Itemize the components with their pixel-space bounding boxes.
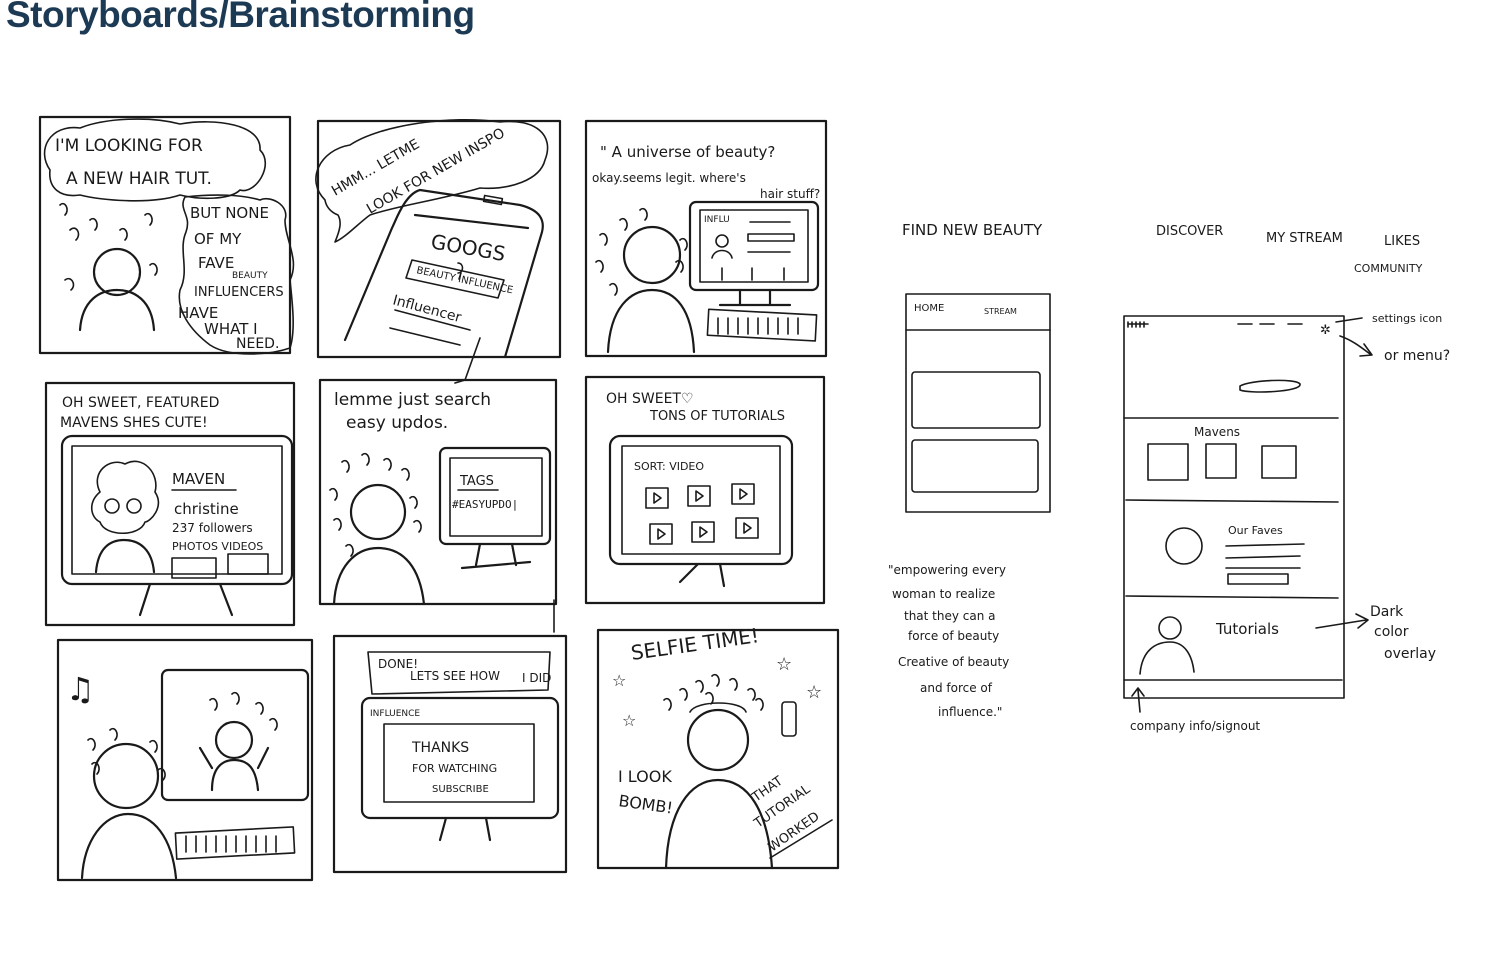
settings-icon-note: settings icon	[1372, 312, 1442, 325]
panel-9-star-icon-2: ☆	[612, 671, 626, 690]
panel-4-profile-name: christine	[174, 500, 239, 518]
panel-9-frame	[596, 628, 840, 870]
panel-8: DONE! LETS SEE HOW I DID INFLUENCE THANK…	[360, 651, 560, 842]
panel-2-result-text: Influencer	[391, 292, 463, 326]
panel-3-quote-line-2: okay.seems legit. where's	[592, 171, 746, 185]
dark-overlay-line-1: Dark	[1370, 604, 1404, 620]
panel-7-music-note: ♫	[66, 670, 95, 708]
panel-4-caption-line-2: MAVENS SHES CUTE!	[60, 415, 208, 431]
panel-6-video-grid	[645, 483, 759, 545]
panel-5-frame	[318, 378, 558, 606]
panel-1-thought-line-5: INFLUENCERS	[194, 285, 284, 300]
panel-8-caption-line-3: I DID	[522, 671, 551, 685]
page-title: Storyboards/Brainstorming	[6, 0, 475, 35]
panel-5-tags-label: TAGS	[459, 474, 494, 489]
dark-overlay-line-3: overlay	[1384, 646, 1436, 662]
panel-5-caption-line-1: lemme just search	[334, 390, 491, 410]
quote-line-4: force of beauty	[908, 629, 999, 643]
panel-9-star-icon-4: ☆	[622, 711, 636, 730]
panel-1-bubble-line-1: I'M LOOKING FOR	[55, 136, 203, 156]
panel-8-screen-line-2: FOR WATCHING	[412, 762, 497, 775]
panel-5: lemme just search easy updos. TAGS #EASY…	[329, 390, 555, 633]
desktop-wireframe: ✲ settings icon or menu? Mavens Our Fave…	[1123, 312, 1450, 733]
panel-6-sort-label: SORT: VIDEO	[634, 460, 704, 473]
quote-line-1: "empowering every	[888, 563, 1006, 577]
section-mavens: Mavens	[1194, 425, 1240, 439]
nav-likes: LIKES	[1384, 234, 1420, 249]
section-our-faves: Our Faves	[1228, 524, 1283, 537]
panel-8-screen-line-1: THANKS	[411, 740, 469, 756]
mobile-stream-label: STREAM	[984, 307, 1017, 316]
panel-6: SORT: VIDEO OH SWEET♡ TONS OF TUTORIALS	[606, 391, 794, 588]
panel-2-search-text: GOOGS	[429, 229, 507, 266]
quote-line-6: and force of	[920, 681, 993, 695]
panel-9-left-line-1: I LOOK	[618, 767, 672, 786]
panel-4-caption-line-1: OH SWEET, FEATURED	[62, 395, 219, 411]
panel-1-thought-line-7: WHAT I	[204, 320, 258, 338]
quote-line-5: Creative of beauty	[898, 655, 1009, 669]
panel-1-thought-line-1: BUT NONE	[190, 204, 269, 222]
panel-6-caption-line-2: TONS OF TUTORIALS	[649, 409, 785, 424]
wireframe-find-new-beauty: FIND NEW BEAUTY	[902, 221, 1043, 239]
quote-line-3: that they can a	[904, 609, 996, 623]
section-tutorials: Tutorials	[1215, 620, 1279, 638]
panel-1-bubble-line-2: A NEW HAIR TUT.	[66, 169, 212, 189]
panel-1-thought-line-6: HAVE	[178, 304, 218, 322]
panel-1-thought-line-2: OF MY	[194, 230, 242, 248]
wireframe-notes: FIND NEW BEAUTY DISCOVER MY STREAM LIKES…	[902, 221, 1423, 275]
panel-1-thought-line-4: BEAUTY	[232, 271, 268, 281]
panel-8-brand: INFLUENCE	[370, 709, 420, 719]
settings-icon: ✲	[1320, 323, 1331, 338]
panel-3-quote-line-1: " A universe of beauty?	[600, 143, 775, 161]
panel-5-tags-query: #EASYUPDO|	[452, 498, 518, 511]
quote-line-7: influence."	[938, 705, 1002, 719]
mobile-home-label: HOME	[914, 303, 944, 314]
dark-overlay-line-2: color	[1374, 624, 1409, 640]
nav-discover: DISCOVER	[1156, 224, 1223, 239]
nav-my-stream: MY STREAM	[1266, 231, 1343, 246]
panel-8-caption-line-2: LETS SEE HOW	[410, 669, 500, 683]
panel-1-thought-line-8: NEED.	[236, 336, 279, 352]
panel-4-profile-maven: MAVEN	[172, 470, 225, 488]
panel-3: " A universe of beauty? okay.seems legit…	[592, 143, 820, 354]
quote-line-2: woman to realize	[892, 587, 995, 601]
panel-7-frame	[56, 638, 314, 882]
panel-9-star-icon-3: ☆	[806, 682, 822, 703]
panel-6-caption-line-1: OH SWEET♡	[606, 391, 694, 407]
panel-8-screen-line-3: SUBSCRIBE	[432, 784, 489, 795]
panel-8-caption-line-1: DONE!	[378, 657, 418, 671]
panel-1-thought-line-3: FAVE	[198, 254, 234, 272]
panel-9: ☆ ☆ ☆ ☆ SELFIE TIME! I LOOK BOMB! THAT T…	[612, 623, 833, 870]
panel-6-frame	[584, 375, 826, 605]
panel-4-profile-tabs: PHOTOS VIDEOS	[172, 540, 263, 553]
panel-3-frame	[584, 119, 828, 358]
or-menu-note: or menu?	[1384, 348, 1450, 364]
panel-5-caption-line-2: easy updos.	[346, 413, 448, 433]
nav-community: COMMUNITY	[1354, 262, 1423, 275]
panel-1-frame	[38, 115, 292, 355]
panel-9-left-line-2: BOMB!	[617, 791, 674, 817]
panel-4: OH SWEET, FEATURED MAVENS SHES CUTE! MAV…	[60, 395, 294, 617]
panel-8-frame	[332, 634, 568, 874]
panel-7: ♫	[66, 668, 310, 880]
footer-note: company info/signout	[1130, 719, 1260, 733]
panel-2-query-text: BEAUTY INFLUENCE	[415, 265, 514, 296]
mobile-wireframe: HOME STREAM	[905, 293, 1051, 513]
mission-quote: "empowering every woman to realize that …	[888, 563, 1009, 719]
panel-3-screen-label: INFLU	[704, 215, 730, 225]
panel-9-star-icon: ☆	[776, 654, 792, 675]
panel-4-frame	[44, 381, 296, 627]
panel-4-profile-followers: 237 followers	[172, 521, 253, 535]
panel-3-quote-line-3: hair stuff?	[760, 187, 820, 201]
panel-1: I'M LOOKING FOR A NEW HAIR TUT. BUT NONE…	[43, 118, 295, 355]
panel-2: HMM... LETME LOOK FOR NEW INSPO GOOGS BE…	[315, 118, 549, 384]
